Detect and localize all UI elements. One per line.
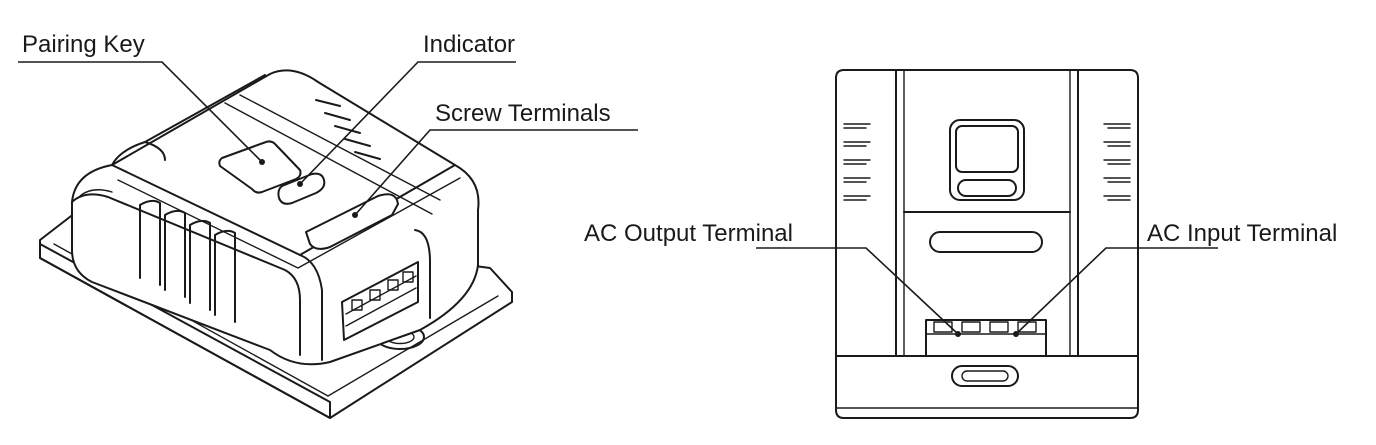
label-screw-terminals: Screw Terminals	[435, 100, 611, 127]
front-body	[835, 69, 1139, 357]
front-terminal-block	[925, 319, 1047, 357]
vent-slots-front	[139, 199, 236, 323]
front-pairing-key	[949, 119, 1025, 201]
pairing-key	[218, 140, 302, 194]
label-pairing-key: Pairing Key	[22, 31, 145, 58]
indicator-dot	[297, 181, 303, 187]
label-ac-output-terminal: AC Output Terminal	[584, 220, 793, 247]
label-ac-input-terminal: AC Input Terminal	[1147, 220, 1337, 247]
pairing-key-dot	[259, 159, 265, 165]
housing	[71, 69, 480, 366]
front-view: AC Output Terminal AC Input Terminal	[584, 69, 1337, 419]
screw-terminals-dot	[352, 212, 358, 218]
ac-output-dot	[955, 331, 961, 337]
ac-input-dot	[1013, 331, 1019, 337]
screw-terminals-leader	[354, 129, 638, 216]
indicator-led	[277, 172, 326, 205]
front-vents-left	[843, 123, 871, 201]
isometric-view: Pairing Key Indicator Screw Terminals	[18, 31, 638, 419]
front-terminal-cover	[929, 231, 1043, 253]
front-vents-right	[1103, 123, 1131, 201]
ac-output-leader	[756, 247, 959, 335]
label-indicator: Indicator	[423, 31, 515, 58]
indicator-leader	[299, 61, 516, 185]
pairing-key-leader	[18, 61, 263, 163]
terminal-block	[341, 261, 419, 341]
ac-input-leader	[1015, 247, 1218, 335]
vent-slots-top	[315, 99, 381, 160]
screw-terminals-cover	[305, 193, 399, 250]
front-base-plate	[835, 355, 1139, 419]
